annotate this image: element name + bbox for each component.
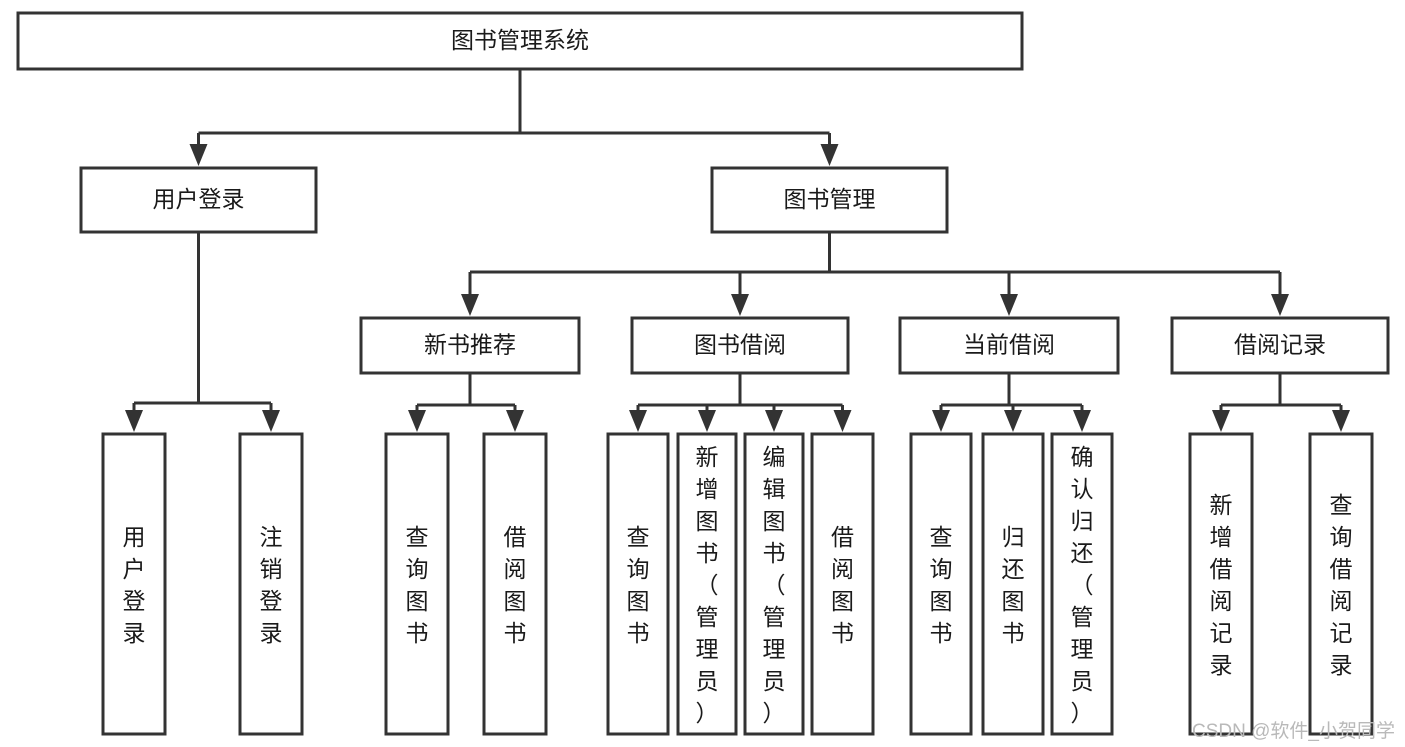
node-box[interactable] xyxy=(710,166,949,234)
node-leaf-cur-query-book[interactable]: 查询图书 xyxy=(909,432,973,736)
node-box[interactable] xyxy=(1170,316,1390,375)
node-box[interactable] xyxy=(630,316,850,375)
node-leaf-rec-query-book[interactable]: 查询图书 xyxy=(384,432,450,736)
node-leaf-borrow-query-book[interactable]: 查询图书 xyxy=(606,432,670,736)
node-label: 查询借阅记录 xyxy=(1330,492,1353,678)
node-leaf-cur-confirm-return[interactable]: 确认归还（管理员） xyxy=(1050,432,1114,736)
connector-arrowhead xyxy=(408,410,426,432)
node-label: 借阅记录 xyxy=(1234,332,1326,358)
node-label: 查询图书 xyxy=(627,524,650,646)
node-box[interactable] xyxy=(909,432,973,736)
connector-arrowhead xyxy=(932,410,950,432)
connector-arrowhead xyxy=(698,410,716,432)
node-box[interactable] xyxy=(101,432,167,736)
node-label: 用户登录 xyxy=(123,524,146,646)
node-leaf-rec-add-record[interactable]: 新增借阅记录 xyxy=(1188,432,1254,736)
node-box[interactable] xyxy=(1188,432,1254,736)
connector-arrowhead xyxy=(1004,410,1022,432)
node-label: 图书管理系统 xyxy=(451,27,589,53)
node-label: 用户登录 xyxy=(153,186,245,212)
node-label: 编辑图书（管理员） xyxy=(763,444,786,726)
node-box[interactable] xyxy=(482,432,548,736)
node-box[interactable] xyxy=(981,432,1045,736)
node-label: 图书管理 xyxy=(784,186,876,212)
node-box[interactable] xyxy=(810,432,875,736)
connector-arrowhead xyxy=(1271,294,1289,316)
node-new-book-rec[interactable]: 新书推荐 xyxy=(359,316,581,375)
connector-arrowhead xyxy=(125,410,143,432)
connector-arrowhead xyxy=(765,410,783,432)
node-box[interactable] xyxy=(898,316,1120,375)
connector-arrowhead xyxy=(262,410,280,432)
node-box[interactable] xyxy=(743,432,805,736)
node-label: 借阅图书 xyxy=(831,524,854,646)
node-leaf-borrow-add-book[interactable]: 新增图书（管理员） xyxy=(676,432,738,736)
node-box[interactable] xyxy=(384,432,450,736)
node-label: 新增借阅记录 xyxy=(1210,492,1233,678)
node-leaf-user-login[interactable]: 用户登录 xyxy=(101,432,167,736)
connector-arrowhead xyxy=(189,144,208,166)
node-label: 图书借阅 xyxy=(694,332,786,358)
node-leaf-rec-query-record[interactable]: 查询借阅记录 xyxy=(1308,432,1374,736)
node-label: 新增图书（管理员） xyxy=(696,444,719,726)
node-box[interactable] xyxy=(1050,432,1114,736)
connector-arrowhead xyxy=(731,294,749,316)
node-label: 新书推荐 xyxy=(424,332,516,358)
node-leaf-cur-return-book[interactable]: 归还图书 xyxy=(981,432,1045,736)
connector-arrowhead xyxy=(833,410,852,432)
node-box[interactable] xyxy=(79,166,318,234)
node-book-manage[interactable]: 图书管理 xyxy=(710,166,949,234)
node-label: 确认归还（管理员） xyxy=(1071,444,1094,726)
connector-arrowhead xyxy=(1332,410,1350,432)
node-current-borrow[interactable]: 当前借阅 xyxy=(898,316,1120,375)
connectors-layer xyxy=(125,69,1350,432)
node-leaf-borrow-edit-book[interactable]: 编辑图书（管理员） xyxy=(743,432,805,736)
node-label: 当前借阅 xyxy=(963,332,1055,358)
node-leaf-user-logout[interactable]: 注销登录 xyxy=(238,432,304,736)
connector-arrowhead xyxy=(506,410,524,432)
node-box[interactable] xyxy=(359,316,581,375)
node-label: 注销登录 xyxy=(260,524,283,646)
node-root-root[interactable]: 图书管理系统 xyxy=(16,11,1024,71)
node-user-login[interactable]: 用户登录 xyxy=(79,166,318,234)
node-book-borrow[interactable]: 图书借阅 xyxy=(630,316,850,375)
node-box[interactable] xyxy=(16,11,1024,71)
node-borrow-record[interactable]: 借阅记录 xyxy=(1170,316,1390,375)
connector-arrowhead xyxy=(629,410,647,432)
node-label: 归还图书 xyxy=(1002,524,1025,646)
connector-arrowhead xyxy=(1212,410,1230,432)
connector-arrowhead xyxy=(1073,410,1091,432)
connector-arrowhead xyxy=(461,294,479,316)
node-label: 查询图书 xyxy=(406,524,429,646)
node-leaf-rec-borrow-book[interactable]: 借阅图书 xyxy=(482,432,548,736)
node-label: 查询图书 xyxy=(930,524,953,646)
node-label: 借阅图书 xyxy=(504,524,527,646)
node-box[interactable] xyxy=(676,432,738,736)
node-box[interactable] xyxy=(606,432,670,736)
connector-arrowhead xyxy=(1000,294,1018,316)
node-leaf-borrow-borrow-book[interactable]: 借阅图书 xyxy=(810,432,875,736)
connector-arrowhead xyxy=(820,144,839,166)
nodes-layer: 图书管理系统用户登录图书管理新书推荐图书借阅当前借阅借阅记录用户登录注销登录查询… xyxy=(16,11,1390,736)
node-box[interactable] xyxy=(1308,432,1374,736)
node-box[interactable] xyxy=(238,432,304,736)
